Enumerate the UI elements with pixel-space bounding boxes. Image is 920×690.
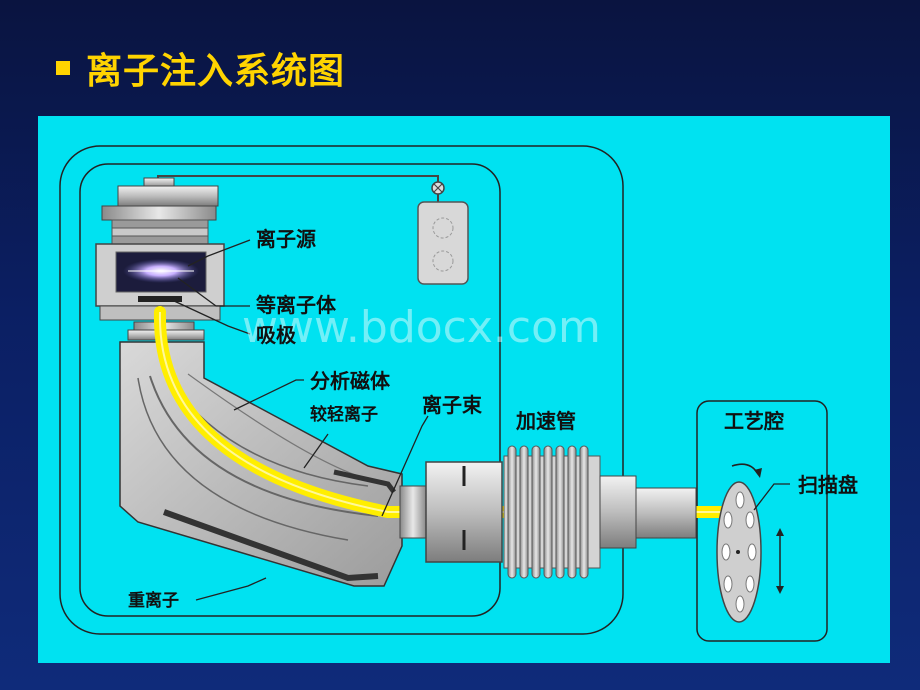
light-ion-plate: [333, 469, 396, 494]
label-extractor: 吸极: [256, 323, 297, 347]
label-process-chamber: 工艺腔: [724, 409, 784, 433]
label-ion-source: 离子源: [256, 227, 316, 251]
slide-title-bar: 离子注入系统图: [56, 38, 345, 98]
scan-disk: [716, 481, 762, 623]
process-chamber-box: [696, 400, 828, 642]
diagram-panel: www.bdocx.com 离子源 等离子体 吸极 分析磁体 较轻离子 离子束 …: [38, 116, 890, 663]
heavy-ion-plate: [162, 509, 379, 582]
accelerator-tube: [503, 445, 601, 579]
label-analyzer-magnet: 分析磁体: [310, 369, 391, 393]
label-scan-disk: 扫描盘: [798, 473, 858, 497]
source-bellows: [111, 219, 209, 245]
label-light-ions: 较轻离子: [310, 404, 378, 425]
inner-enclosure: [79, 163, 501, 617]
gas-bottle: [417, 201, 469, 285]
beam-transport-tube: [635, 487, 697, 539]
label-accelerator-tube: 加速管: [515, 409, 576, 433]
rotation-arrow-icon: [731, 463, 759, 475]
watermark: www.bdocx.com: [242, 302, 601, 353]
source-cap: [117, 185, 219, 207]
vertical-scan-arrow-icon: [776, 528, 784, 594]
outer-enclosure: [59, 145, 624, 635]
leader-lines: [171, 239, 790, 601]
label-ion-beam: 离子束: [422, 393, 483, 417]
slide-title: 离子注入系统图: [86, 51, 346, 92]
label-plasma: 等离子体: [256, 293, 337, 317]
label-heavy-ions: 重离子: [128, 590, 179, 611]
ion-implanter-diagram: www.bdocx.com 离子源 等离子体 吸极 分析磁体 较轻离子 离子束 …: [59, 145, 858, 642]
bullet-square-icon: [56, 61, 70, 75]
